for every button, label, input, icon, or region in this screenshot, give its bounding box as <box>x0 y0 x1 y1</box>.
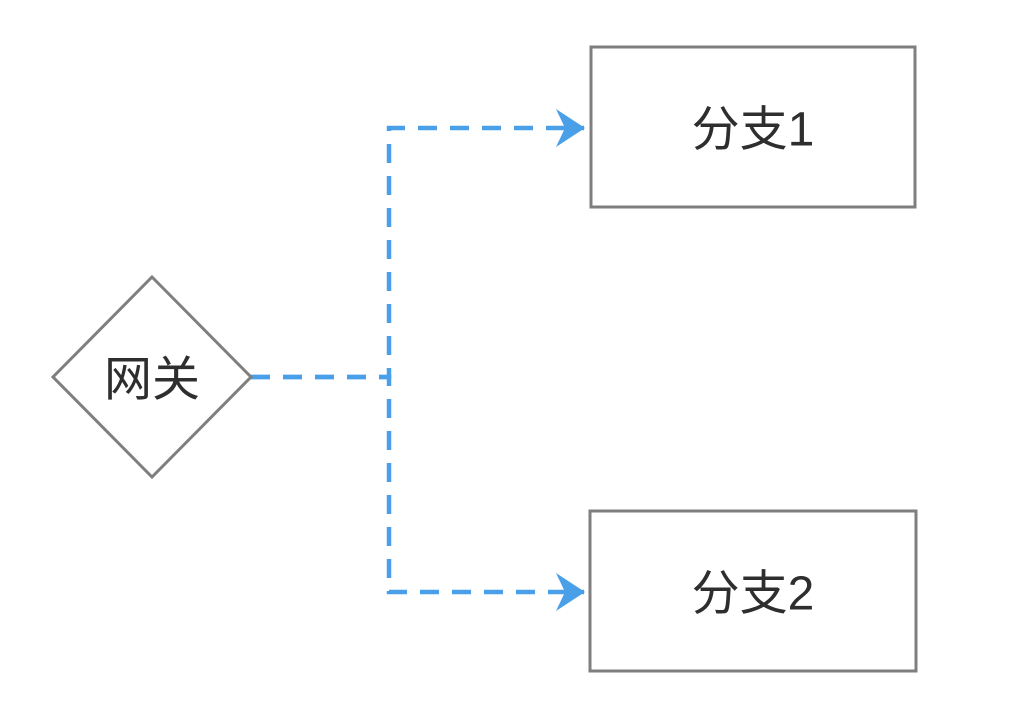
branch2-node[interactable] <box>588 509 918 673</box>
branch1-node[interactable] <box>589 45 917 209</box>
edge-gateway-to-branch2[interactable] <box>251 374 585 611</box>
gateway-label: 网关 <box>104 354 200 407</box>
branch2-label: 分支2 <box>692 568 815 621</box>
gateway-node[interactable] <box>50 274 254 480</box>
edge-gateway-to-branch1[interactable] <box>251 109 585 380</box>
branch1-label: 分支1 <box>692 104 815 157</box>
